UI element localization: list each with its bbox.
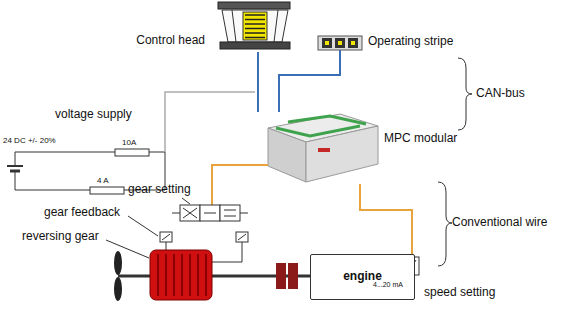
fuse-rating: 10A — [122, 138, 136, 147]
coupling — [288, 263, 298, 289]
control-head: Control head — [215, 2, 293, 52]
fuse-rating: 4 A — [97, 176, 109, 185]
operating-stripe: Operating stripe — [318, 36, 362, 50]
mpc-device-figure — [268, 114, 378, 182]
reversing-gear-body — [150, 250, 212, 300]
propeller — [114, 251, 122, 301]
mpc-modular: MPC modular — [265, 112, 380, 184]
part-label: speed setting — [424, 286, 495, 300]
gear-setting-wire — [212, 165, 268, 205]
speed-sensor — [405, 257, 419, 275]
conventional-wire-bracket — [438, 182, 452, 266]
part-label: gear setting — [128, 183, 191, 197]
control-head-figure — [218, 2, 290, 49]
wire-connector — [257, 52, 259, 112]
node-label: MPC modular — [384, 132, 457, 146]
gear-ridges — [158, 254, 206, 296]
supply-title: voltage supply — [55, 108, 132, 122]
engine-box: engine — [310, 254, 415, 300]
wire-connector — [360, 184, 412, 254]
gear-valve-symbol — [172, 205, 248, 221]
coupling — [276, 263, 286, 289]
node-label: Control head — [136, 34, 205, 48]
signal-range: 4...20 mA — [373, 281, 403, 289]
can-bus-bracket — [458, 58, 472, 130]
node-label: Operating stripe — [368, 35, 453, 49]
supply-voltage: 24 DC +/- 20% — [3, 136, 56, 145]
bus-label: CAN-bus — [476, 87, 525, 101]
supply-wire — [165, 92, 255, 152]
part-label: gear feedback — [44, 206, 120, 220]
operating-stripe-figure — [318, 36, 362, 50]
part-label: reversing gear — [22, 230, 99, 244]
wire-connector — [279, 50, 340, 112]
wire-label: Conventional wire — [452, 216, 547, 230]
